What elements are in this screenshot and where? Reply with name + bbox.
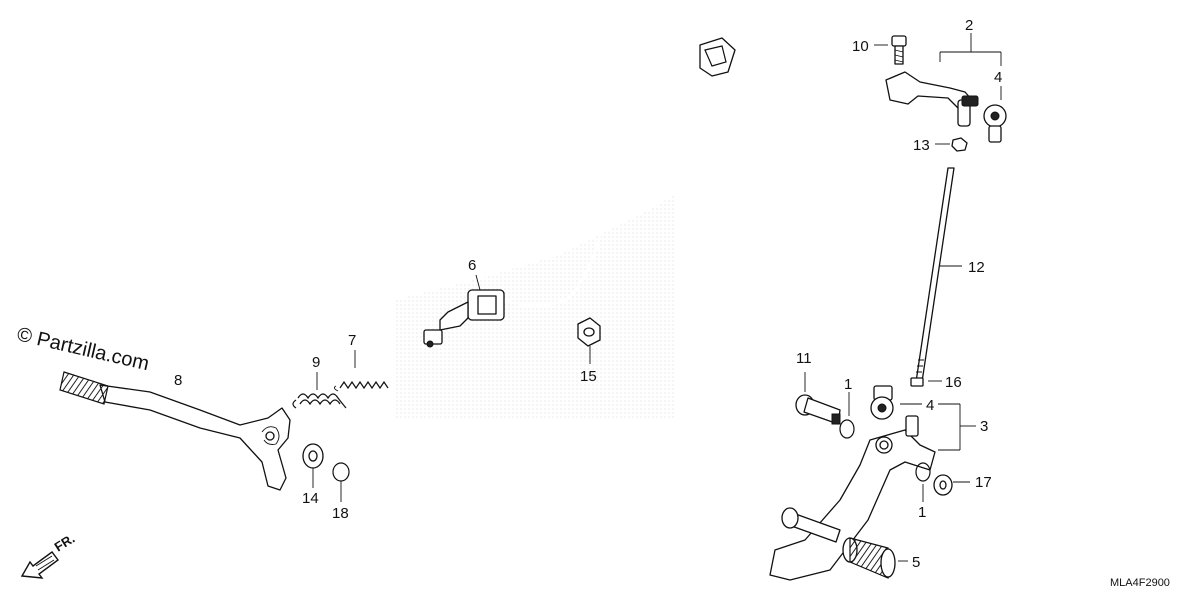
washer-part-1-upper bbox=[839, 419, 855, 439]
partzilla-watermark: © Partzilla.com bbox=[15, 323, 151, 375]
spring-part-7 bbox=[333, 380, 389, 392]
diagram-code: MLA4F2900 bbox=[1110, 577, 1170, 589]
background-brand-watermark bbox=[395, 195, 675, 420]
front-direction-arrow: FR. bbox=[20, 531, 78, 579]
callout-9: 9 bbox=[312, 354, 320, 371]
callout-12: 12 bbox=[968, 259, 985, 276]
shift-rod-part-12 bbox=[915, 167, 955, 383]
callout-1-upper: 1 bbox=[844, 376, 852, 393]
callout-2: 2 bbox=[965, 17, 973, 34]
leader-lines bbox=[312, 33, 1002, 562]
callout-13: 13 bbox=[913, 137, 930, 154]
callout-3: 3 bbox=[980, 418, 988, 435]
washer-part-1-lower bbox=[915, 462, 931, 482]
clip-part-18 bbox=[332, 462, 350, 482]
rod-end-part-4-lower bbox=[870, 385, 894, 420]
callout-11: 11 bbox=[796, 350, 812, 367]
footrest-rubber-part-5 bbox=[842, 537, 896, 579]
callout-4-upper: 4 bbox=[994, 69, 1002, 86]
spring-part-9 bbox=[292, 393, 347, 409]
rod-end-part-4-upper bbox=[983, 104, 1007, 143]
callout-4-lower: 4 bbox=[926, 397, 934, 414]
nut-part-15 bbox=[577, 317, 601, 347]
bolt-part-10 bbox=[891, 35, 907, 65]
callout-1-lower: 1 bbox=[918, 504, 926, 521]
callout-8: 8 bbox=[174, 372, 182, 389]
callout-18: 18 bbox=[332, 505, 349, 522]
callout-10: 10 bbox=[852, 38, 869, 55]
lever-arm-part-3 bbox=[769, 415, 936, 581]
washer-part-14 bbox=[302, 443, 324, 469]
callout-7: 7 bbox=[348, 332, 356, 349]
callout-5: 5 bbox=[912, 554, 920, 571]
shift-pedal bbox=[59, 371, 291, 491]
pivot-bolt-part-11 bbox=[795, 394, 841, 425]
callout-14: 14 bbox=[302, 490, 319, 507]
front-arrow-label: FR. bbox=[52, 531, 78, 555]
callout-16: 16 bbox=[945, 374, 962, 391]
callout-6: 6 bbox=[468, 257, 476, 274]
callout-labels: 10 2 4 13 12 16 11 1 4 3 17 1 5 6 7 8 9 … bbox=[174, 17, 1002, 571]
switch-harness bbox=[423, 50, 706, 348]
nut-part-16 bbox=[910, 377, 924, 387]
connector bbox=[699, 37, 736, 77]
shift-arm-part-2 bbox=[885, 71, 979, 127]
washer-part-17 bbox=[933, 474, 953, 496]
callout-15: 15 bbox=[580, 368, 597, 385]
callout-17: 17 bbox=[975, 474, 992, 491]
nut-part-13 bbox=[951, 137, 968, 152]
